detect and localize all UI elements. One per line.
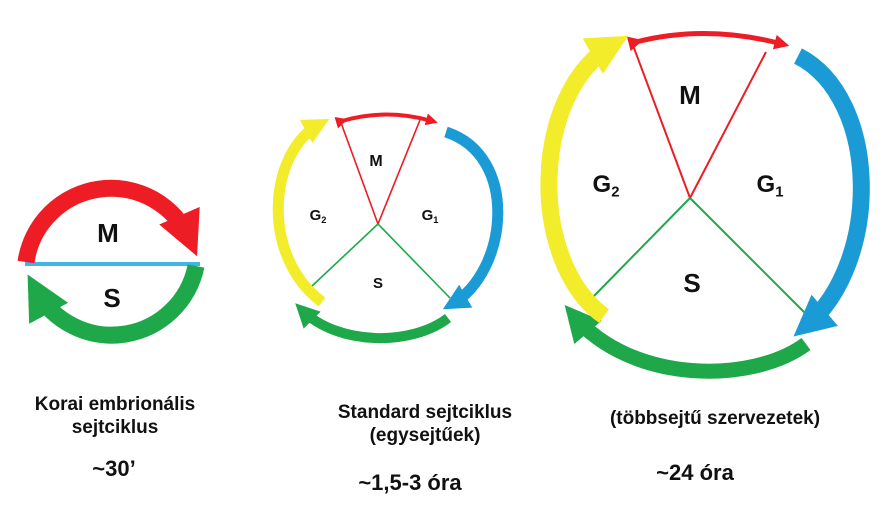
g2-phase-arrow <box>540 35 629 323</box>
m-label: M <box>97 218 119 248</box>
m-g1-boundary <box>689 51 767 199</box>
caption-line: sejtciklus <box>71 416 159 438</box>
s-phase-arrow <box>564 305 811 379</box>
standard-cycle: M G1 G2 S <box>272 112 504 343</box>
s-label: S <box>373 275 383 292</box>
s-phase-arrow <box>295 303 452 343</box>
g1-label: G1 <box>757 171 784 200</box>
g2-label: G2 <box>593 171 620 200</box>
s-phase-arrow <box>27 264 205 344</box>
standard-cycle-duration: ~1,5-3 óra <box>358 470 462 495</box>
g1-phase-arrow <box>793 48 870 337</box>
multicellular-cycle-duration: ~24 óra <box>656 460 734 485</box>
m-g2-boundary <box>633 47 691 199</box>
s-g2-boundary <box>311 223 379 287</box>
g2-phase-arrow <box>272 118 330 307</box>
early-cycle-caption: Korai embrionális sejtciklus <box>0 394 230 440</box>
caption-line: (többsejtű szervezetek) <box>609 408 821 429</box>
early-cycle-duration: ~30’ <box>92 456 136 481</box>
m-g2-boundary <box>339 119 379 225</box>
s-g1-boundary <box>689 197 807 315</box>
m-phase-arrow <box>17 179 200 264</box>
m-label: M <box>369 153 382 170</box>
standard-cycle-caption: Standard sejtciklus (egysejtűek) <box>300 402 550 448</box>
m-phase-arc <box>334 112 438 129</box>
s-label: S <box>683 268 700 298</box>
caption-line: Standard sejtciklus <box>337 402 513 423</box>
s-g1-boundary <box>377 223 451 299</box>
early-cycle: M S <box>17 179 205 344</box>
g1-label: G1 <box>422 207 439 225</box>
multicellular-cycle: M G1 G2 S <box>540 30 870 379</box>
m-g1-boundary <box>377 119 421 225</box>
m-label: M <box>679 80 701 110</box>
m-phase-arc <box>626 30 790 52</box>
s-label: S <box>103 283 120 313</box>
g2-label: G2 <box>310 207 327 225</box>
g1-phase-arrow <box>442 126 504 310</box>
caption-line: (egysejtűek) <box>369 424 481 446</box>
multicellular-cycle-caption: (többsejtű szervezetek) <box>565 408 865 431</box>
s-g2-boundary <box>593 197 691 297</box>
caption-line: Korai embrionális <box>34 394 196 415</box>
